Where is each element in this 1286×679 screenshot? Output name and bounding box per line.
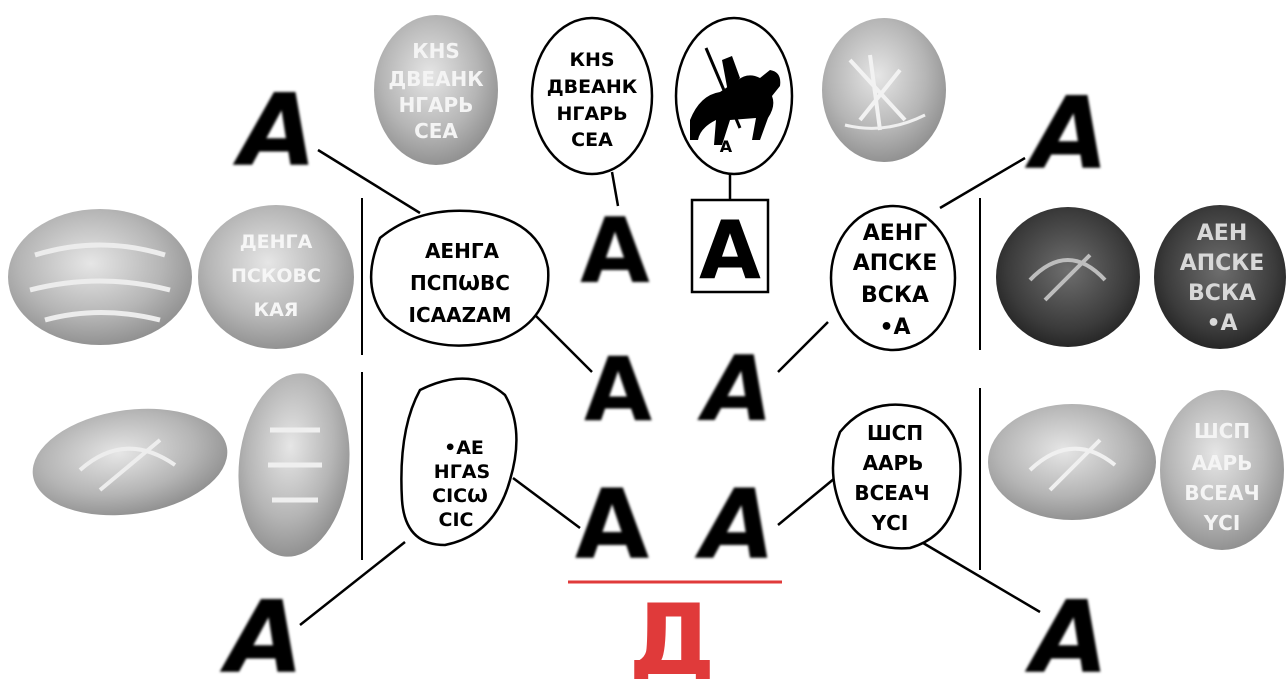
coin-text-line: СЕА (414, 119, 458, 143)
drawing-text-line: ІСААZАМ (409, 303, 512, 327)
coin-text-line: ШСП (1194, 419, 1250, 443)
letter-a-row1-left: A (580, 199, 650, 304)
drawing-text-line: ВСКА (861, 283, 929, 308)
drawing-text-line: НГАЅ (434, 461, 490, 483)
de-letter-group: Д (568, 582, 782, 679)
coin-text-line: ВСЕАЧ (1184, 481, 1259, 505)
drawing-text-line: ПСПѠВС (410, 271, 510, 295)
drawing-text-line: ШСП (867, 421, 923, 445)
coin-text-line: АПСКЕ (1180, 251, 1265, 276)
letter-a-bottom-left: A (219, 579, 303, 679)
red-letter-de: Д (628, 584, 715, 679)
coin-text-line: ДВЕАНК (388, 67, 484, 91)
coin-photo-top-right (822, 18, 946, 162)
coin-photo-mid-left-a (8, 209, 192, 345)
coin-photo-bot-left-b (230, 368, 359, 562)
coin-text-line: АЕН (1197, 221, 1247, 246)
drawing-text-line: СЕА (571, 129, 613, 151)
coin-text-line: •А (1206, 311, 1237, 336)
coin-photo-mid-right-a (996, 207, 1140, 347)
coin-text-line: ДЕНГА (240, 231, 313, 253)
drawing-text-line: ААРЬ (863, 451, 924, 475)
drawing-text-line: АЕНГА (425, 239, 500, 263)
drawing-text-line: СІСѠ (432, 485, 488, 507)
coin-text-line: ҮСІ (1203, 511, 1241, 535)
drawing-bot-right: ШСП ААРЬ ВСЕАЧ ҮСІ (833, 405, 961, 549)
letter-a-row2-left: A (584, 338, 652, 441)
drawing-mid-right: АЕНГ АПСКЕ ВСКА •А (831, 206, 955, 350)
letter-a-row2-right: A (697, 337, 773, 442)
connector (778, 478, 835, 525)
drawing-text-line: АЕНГ (863, 221, 928, 246)
coin-photo-bot-right-a (988, 404, 1156, 520)
drawing-mid-left: АЕНГА ПСПѠВС ІСААZАМ (371, 211, 548, 346)
drawing-text-line: ҮСІ (871, 511, 909, 535)
drawing-text-line: КНЅ (569, 49, 614, 71)
drawing-top-right-horseman: A (676, 18, 792, 174)
letter-a-boxed: A (699, 204, 761, 297)
drawing-letter-a: A (720, 137, 733, 156)
letter-a-top-left: A (232, 72, 316, 189)
drawing-top-left: КНЅ ДВЕАНК НГАРЬ СЕА (532, 18, 652, 174)
connector (318, 150, 420, 213)
drawing-text-line: •АЕ (444, 437, 484, 459)
letter-a-bottom-right: A (1024, 579, 1108, 679)
drawing-bot-left: •АЕ НГАЅ СІСѠ СІС (401, 379, 516, 545)
coin-text-line: НГАРЬ (399, 93, 474, 117)
connector (300, 542, 405, 625)
letter-a-row3-right: A (694, 469, 775, 581)
coin-photo-bot-left-a (26, 397, 235, 527)
drawing-text-line: АПСКЕ (853, 251, 938, 276)
coin-text-line: ВСКА (1188, 281, 1256, 306)
coin-text-line: КАЯ (254, 299, 299, 321)
drawing-text-line: СІС (439, 509, 474, 531)
drawing-text-line: НГАРЬ (556, 103, 627, 125)
boxed-letter-a: A (692, 200, 768, 297)
connector (513, 478, 580, 528)
letter-a-row3-left: A (575, 469, 649, 581)
coin-photo-top-left: КНЅ ДВЕАНК НГАРЬ СЕА (374, 15, 498, 165)
coin-text-line: КНЅ (412, 39, 460, 63)
coin-photo-bot-right-b: ШСП ААРЬ ВСЕАЧ ҮСІ (1160, 390, 1284, 550)
coin-photo-mid-right-b: АЕН АПСКЕ ВСКА •А (1154, 205, 1286, 349)
coin-text-line: ААРЬ (1192, 451, 1253, 475)
connector (778, 322, 828, 372)
coin-text-line: ПСКОВС (231, 265, 321, 287)
letter-a-top-right: A (1024, 75, 1108, 192)
connector (940, 158, 1025, 208)
drawing-text-line: ДВЕАНК (547, 76, 638, 98)
drawing-text-line: ВСЕАЧ (854, 481, 929, 505)
coin-photo-mid-left-b: ДЕНГА ПСКОВС КАЯ (198, 205, 354, 349)
drawing-text-line: •А (879, 315, 910, 340)
